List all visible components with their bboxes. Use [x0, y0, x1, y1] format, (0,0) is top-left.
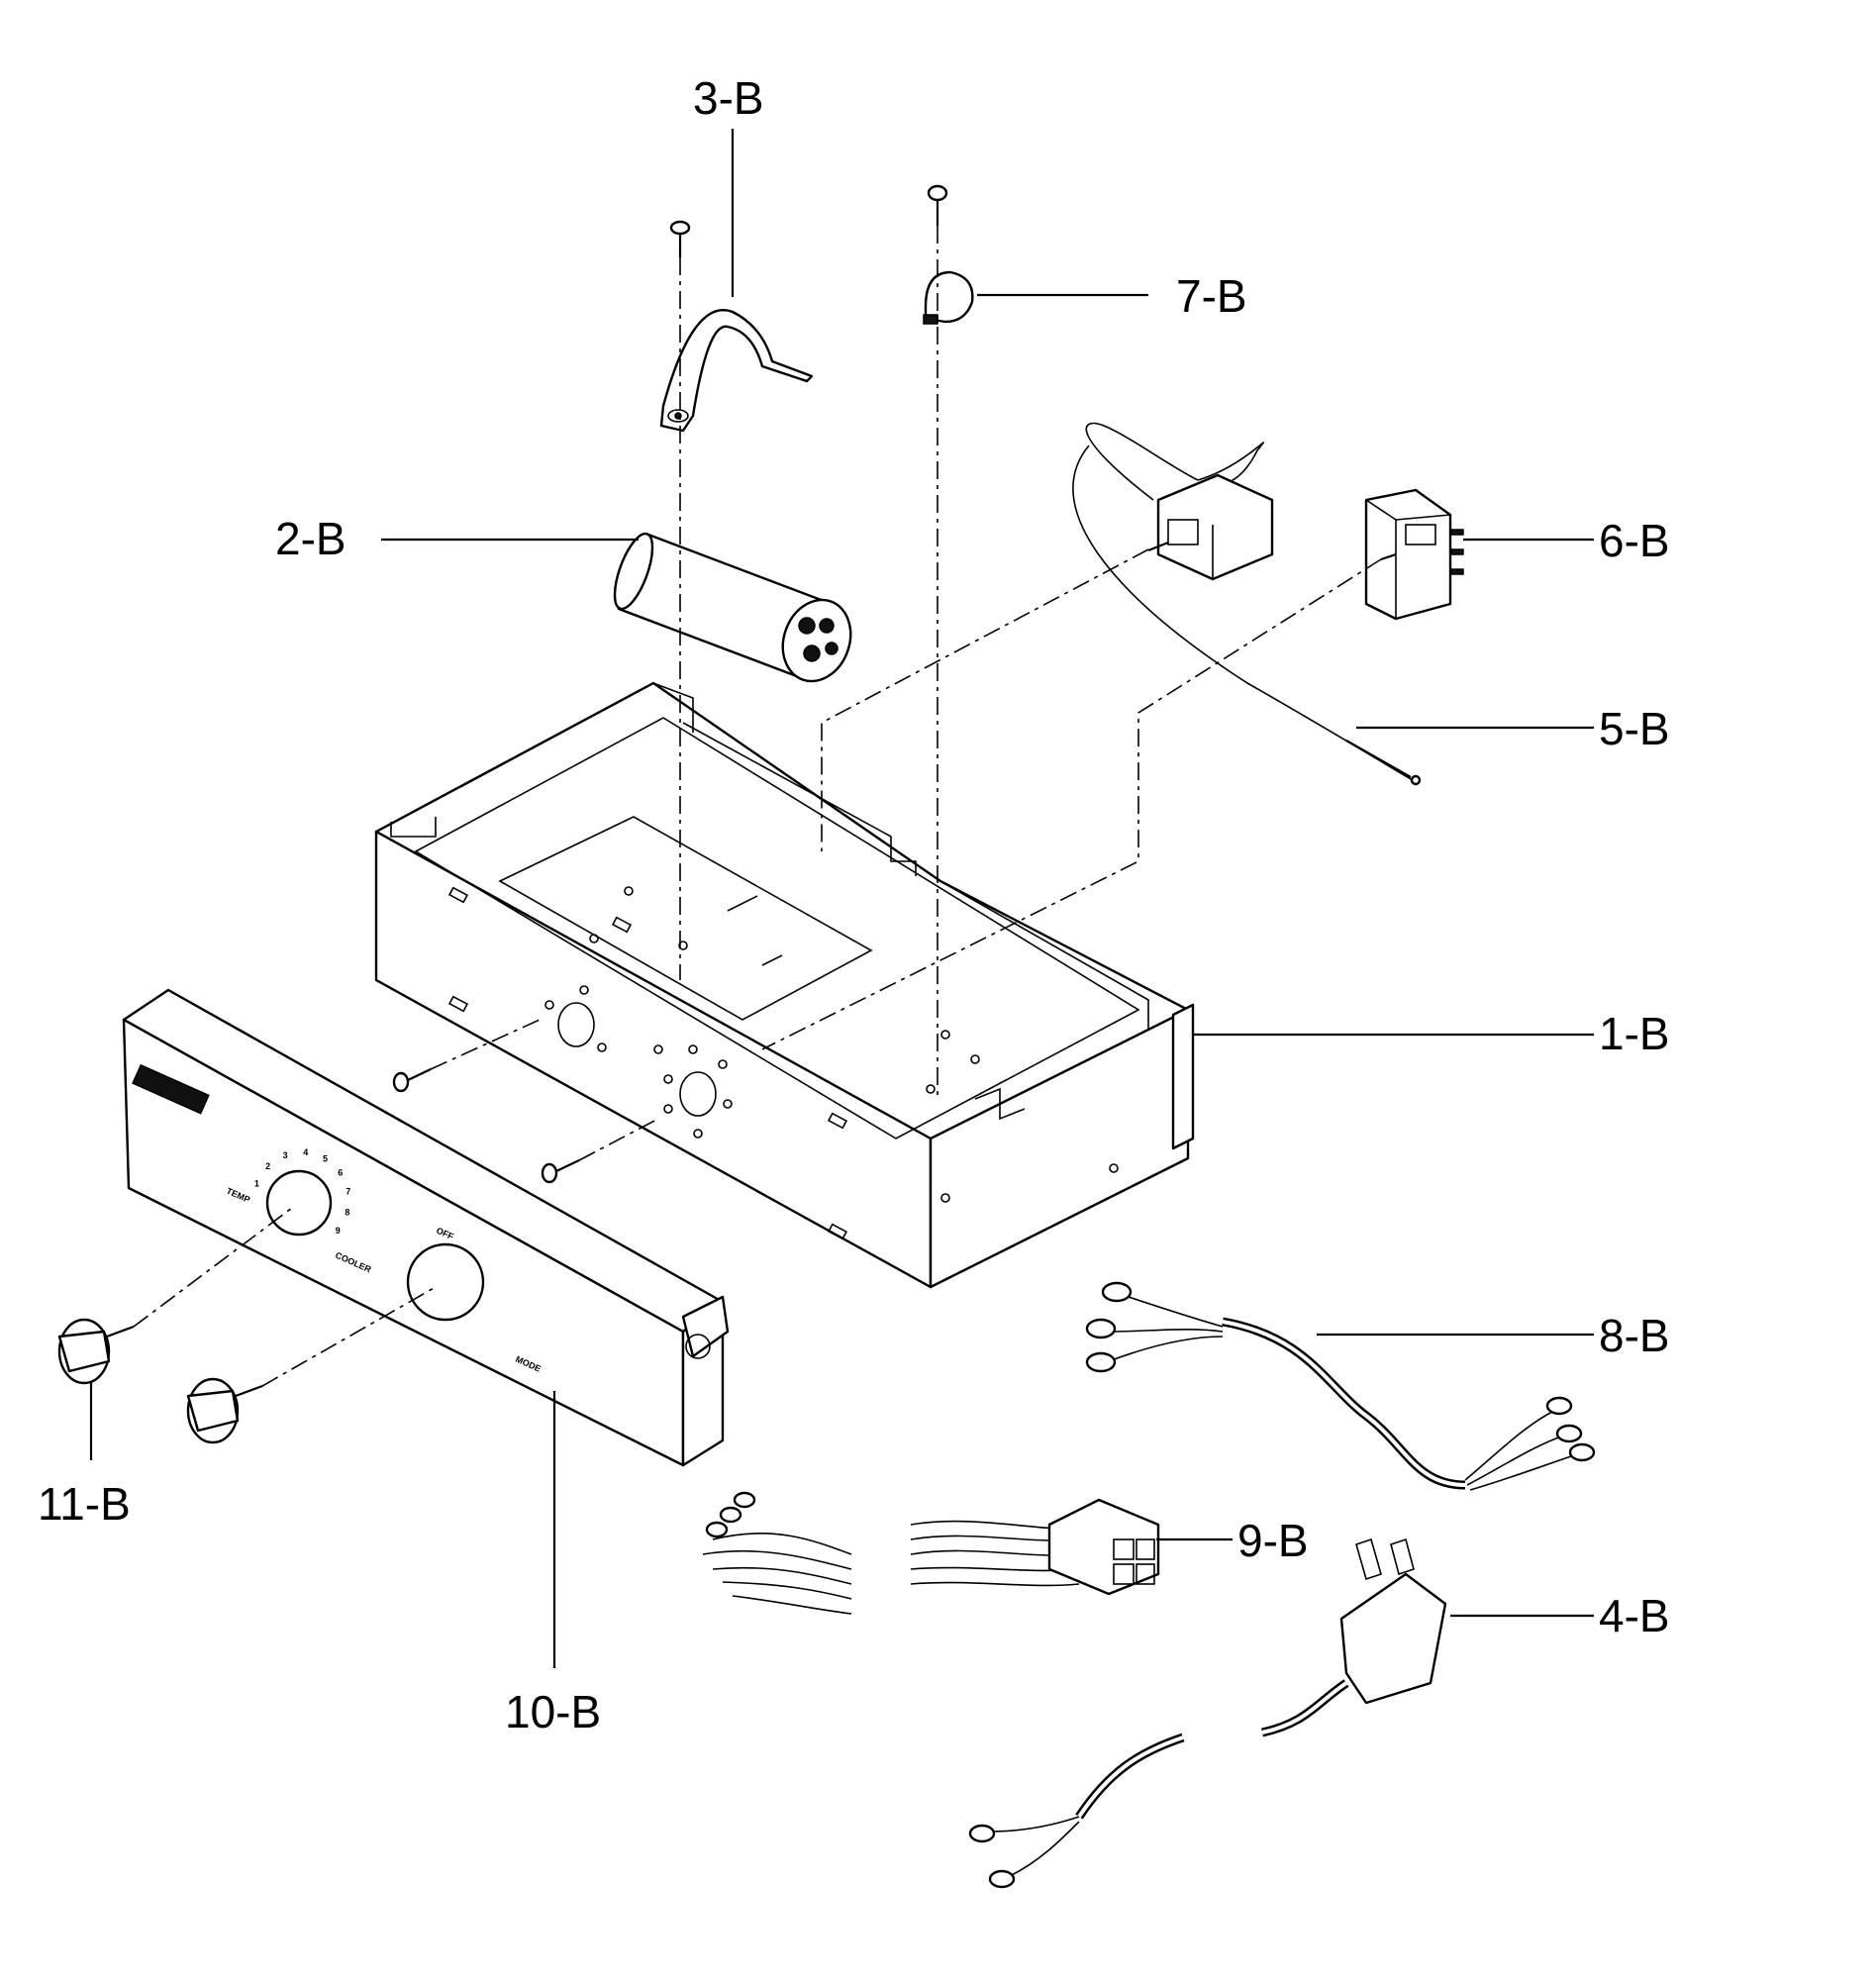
dial-number: 1 — [254, 1179, 259, 1189]
dial-number: 6 — [338, 1168, 343, 1178]
wire-harness — [1085, 1281, 1596, 1491]
thermostat — [1072, 422, 1422, 786]
control-panel: TEMP MODE COOLER OFF — [122, 988, 730, 1467]
dial-number: 5 — [323, 1153, 328, 1163]
screw-7b — [927, 184, 948, 226]
label-11b: 11-B — [38, 1478, 131, 1530]
dial-number: 4 — [303, 1147, 308, 1157]
label-3b: 3-B — [693, 72, 764, 124]
dial-number: 8 — [345, 1207, 349, 1217]
connector-harness — [702, 1491, 1160, 1615]
label-8b: 8-B — [1599, 1310, 1670, 1361]
tube-clamp — [923, 270, 974, 325]
temp-dial-numbers: 12 3 4 567 89 — [254, 1147, 350, 1236]
label-5b: 5-B — [1599, 703, 1670, 754]
dial-number: 9 — [336, 1226, 341, 1236]
label-10b: 10-B — [505, 1686, 601, 1737]
assembly-lines — [133, 226, 1382, 1387]
label-4b: 4-B — [1599, 1590, 1670, 1641]
selector-switch — [1364, 488, 1464, 621]
housing-base-box — [374, 681, 1195, 1289]
panel-screw-lower — [541, 1159, 580, 1184]
label-9b: 9-B — [1237, 1515, 1309, 1566]
capacitor-strap — [659, 309, 814, 433]
dial-number: 7 — [346, 1187, 350, 1197]
knob-top — [57, 1318, 135, 1385]
label-2b: 2-B — [275, 513, 346, 564]
dial-number: 3 — [283, 1150, 288, 1160]
label-6b: 6-B — [1599, 515, 1670, 566]
power-cord — [968, 1537, 1447, 1889]
leader-lines — [89, 129, 1594, 1668]
knob-bottom — [186, 1377, 263, 1444]
panel-screw-upper — [392, 1068, 432, 1093]
callout-labels: 1-B 2-B 3-B 4-B 5-B 6-B 7-B 8-B 9-B 10-B… — [38, 72, 1670, 1737]
label-7b: 7-B — [1176, 270, 1247, 322]
capacitor — [613, 532, 852, 683]
screw-3b — [669, 220, 691, 257]
label-1b: 1-B — [1599, 1008, 1670, 1059]
dial-number: 2 — [265, 1161, 270, 1171]
